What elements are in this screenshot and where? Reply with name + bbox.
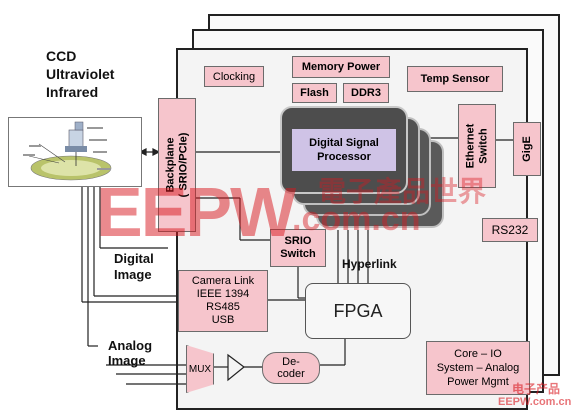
label-analog: Analog bbox=[108, 338, 153, 353]
camera-link-block: Camera Link IEEE 1394 RS485 USB bbox=[178, 270, 268, 332]
label-ccd: CCD bbox=[46, 48, 77, 64]
camera-image bbox=[8, 117, 142, 187]
watermark-corner-1: 电子产品 bbox=[512, 382, 561, 396]
camera-link-label: Camera Link bbox=[191, 275, 255, 287]
backplane-block: Backplane ( SRIO/PCIe) bbox=[158, 98, 196, 232]
label-ultraviolet: Ultraviolet bbox=[46, 66, 115, 82]
watermark-brand: EEPW bbox=[96, 173, 296, 251]
srio-label: SRIO bbox=[284, 235, 312, 247]
clocking-block: Clocking bbox=[204, 66, 264, 87]
flash-block: Flash bbox=[292, 83, 337, 103]
dsp-label-line2: Processor bbox=[317, 151, 371, 163]
flash-label: Flash bbox=[300, 87, 329, 99]
decoder-block: De- coder bbox=[262, 352, 320, 384]
ieee1394-label: IEEE 1394 bbox=[196, 288, 250, 300]
ethernet-switch-block: Ethernet Switch bbox=[458, 104, 496, 188]
fpga-block: FPGA bbox=[305, 283, 411, 339]
power-mgmt-label: Power Mgmt bbox=[447, 376, 509, 388]
arrowhead-left bbox=[138, 148, 147, 156]
ddr3-block: DDR3 bbox=[343, 83, 389, 103]
fpga-label: FPGA bbox=[333, 300, 383, 321]
srio-switch-block: SRIO Switch bbox=[270, 229, 326, 267]
decoder-label-1: De- bbox=[282, 356, 300, 368]
core-io-block: Core – IO System – Analog Power Mgmt bbox=[426, 341, 530, 395]
clocking-label: Clocking bbox=[212, 70, 256, 83]
srio-switch-label: Switch bbox=[280, 248, 316, 260]
rs232-block: RS232 bbox=[482, 218, 538, 242]
ethernet-label: Ethernet bbox=[464, 123, 476, 169]
arrowhead-right bbox=[152, 148, 161, 156]
system-analog-label: System – Analog bbox=[436, 362, 520, 374]
gige-label: GigE bbox=[520, 136, 533, 162]
temp-sensor-block: Temp Sensor bbox=[407, 66, 503, 92]
memory-power-label: Memory Power bbox=[301, 61, 381, 73]
rs232-label: RS232 bbox=[491, 223, 529, 237]
temp-sensor-label: Temp Sensor bbox=[420, 73, 490, 85]
usb-label: USB bbox=[211, 314, 235, 326]
amplifier-symbol bbox=[227, 353, 245, 382]
label-digital-image: Image bbox=[114, 267, 152, 282]
label-analog-image: Image bbox=[108, 353, 146, 368]
memory-power-block: Memory Power bbox=[292, 56, 390, 78]
rs485-label: RS485 bbox=[206, 301, 240, 313]
dsp-label-panel: Digital Signal Processor bbox=[292, 129, 396, 171]
mux-label: MUX bbox=[188, 363, 212, 375]
ethernet-switch-label: Switch bbox=[477, 128, 489, 164]
hyperlink-label: Hyperlink bbox=[342, 257, 397, 271]
dsp-label-line1: Digital Signal bbox=[309, 137, 379, 149]
label-digital: Digital bbox=[114, 251, 154, 266]
watermark-corner-2: EEPW.com.cn bbox=[498, 396, 572, 408]
watermark-chinese: 電子產品世界 bbox=[318, 175, 487, 208]
decoder-label-2: coder bbox=[277, 368, 305, 380]
ddr3-label: DDR3 bbox=[351, 87, 381, 99]
watermark-site: .com.cn bbox=[292, 200, 421, 238]
core-io-label: Core – IO bbox=[454, 348, 502, 360]
label-infrared: Infrared bbox=[46, 84, 99, 100]
gige-block: GigE bbox=[513, 122, 541, 176]
